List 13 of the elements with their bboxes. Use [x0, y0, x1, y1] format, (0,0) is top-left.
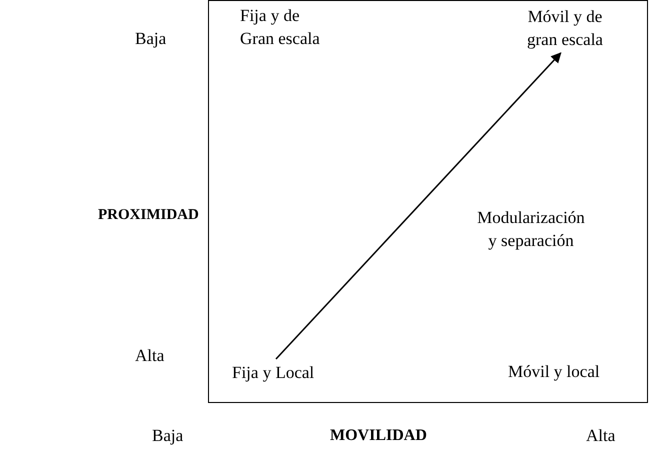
axis-value-label: Baja — [135, 28, 166, 50]
quadrant-frame — [208, 0, 648, 403]
quadrant-label: Móvil y de gran escala — [515, 5, 615, 51]
axis-value-label: Alta — [586, 425, 616, 447]
annotation-text: Modularización y separación — [476, 207, 586, 252]
quadrant-label: Fija y de Gran escala — [240, 5, 320, 50]
axis-value-label: Baja — [152, 425, 184, 447]
axis-title: PROXIMIDAD — [98, 206, 199, 225]
quadrant-label: Fija y Local — [232, 361, 314, 384]
axis-title: MOVILIDAD — [330, 426, 427, 446]
axis-value-label: Alta — [135, 345, 164, 367]
arrow — [275, 52, 562, 360]
quadrant-label: Móvil y local — [508, 361, 600, 383]
